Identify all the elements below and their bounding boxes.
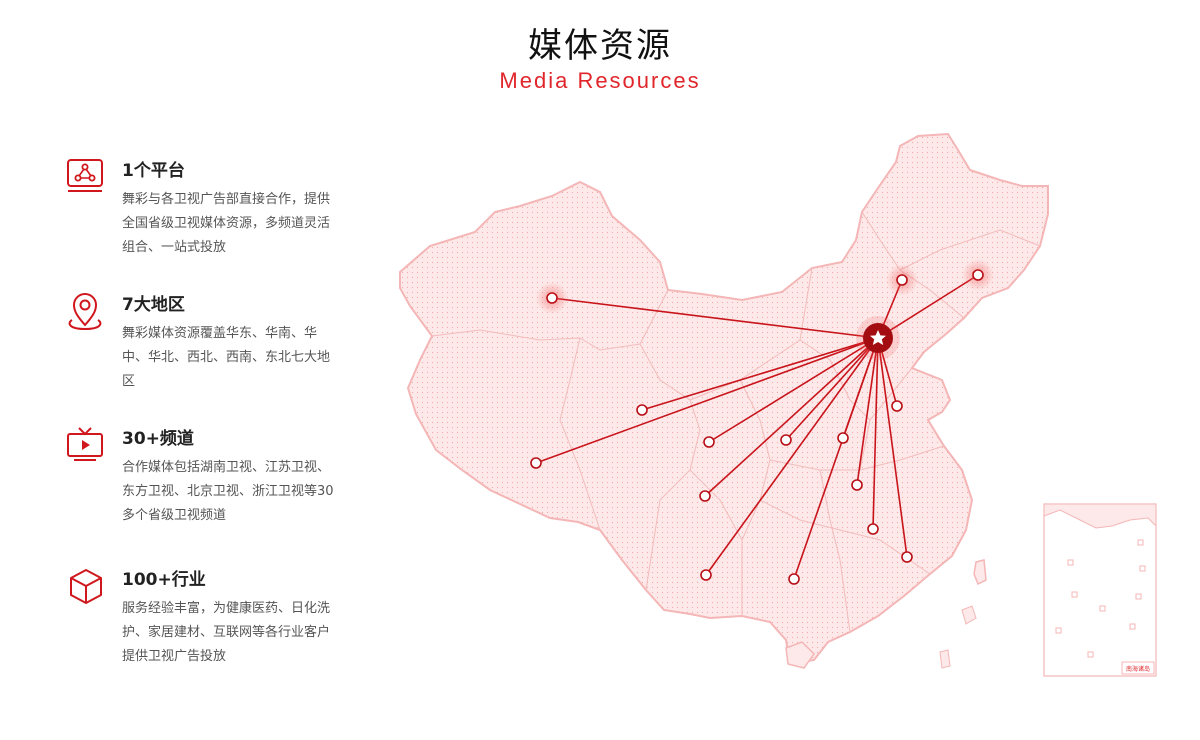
feature-desc: 合作媒体包括湖南卫视、江苏卫视、东方卫视、北京卫视、浙江卫视等30多个省级卫视频… — [122, 460, 334, 523]
city-node — [703, 436, 715, 448]
cube-icon — [70, 569, 102, 604]
city-node — [896, 274, 908, 286]
city-node — [546, 292, 558, 304]
platform-network-icon — [67, 159, 103, 192]
city-nodes — [530, 269, 984, 585]
page-subtitle: Media Resources — [499, 68, 701, 93]
city-node — [972, 269, 984, 281]
city-node — [851, 479, 863, 491]
inset-label: 南海诸岛 — [1126, 665, 1150, 673]
tv-play-icon — [67, 427, 103, 461]
city-node — [901, 551, 913, 563]
feature-desc: 服务经验丰富，为健康医药、日化洗护、家居建材、互联网等各行业客户提供卫视广告投放 — [122, 601, 331, 664]
city-node — [891, 400, 903, 412]
city-node — [867, 523, 879, 535]
feature-title: 30+频道 — [122, 429, 194, 449]
feature-title: 7大地区 — [122, 295, 185, 315]
page-title: 媒体资源 — [528, 26, 672, 66]
feature-desc: 舞彩媒体资源覆盖华东、华南、华中、华北、西北、西南、东北七大地区 — [122, 326, 331, 389]
city-node — [699, 490, 711, 502]
feature-title: 1个平台 — [122, 161, 185, 181]
city-node — [530, 457, 542, 469]
city-node — [837, 432, 849, 444]
hub-star-icon — [856, 316, 900, 360]
south-china-sea-inset: 南海诸岛 — [1043, 503, 1157, 677]
feature-desc: 舞彩与各卫视广告部直接合作，提供全国省级卫视媒体资源，多频道灵活组合、一站式投放 — [122, 192, 331, 255]
china-landmass — [399, 132, 1049, 669]
city-node — [700, 569, 712, 581]
connection-lines — [535, 274, 979, 580]
city-node — [788, 573, 800, 585]
city-node — [780, 434, 792, 446]
location-pin-icon — [68, 293, 102, 331]
city-node — [636, 404, 648, 416]
feature-title: 100+行业 — [122, 570, 206, 590]
